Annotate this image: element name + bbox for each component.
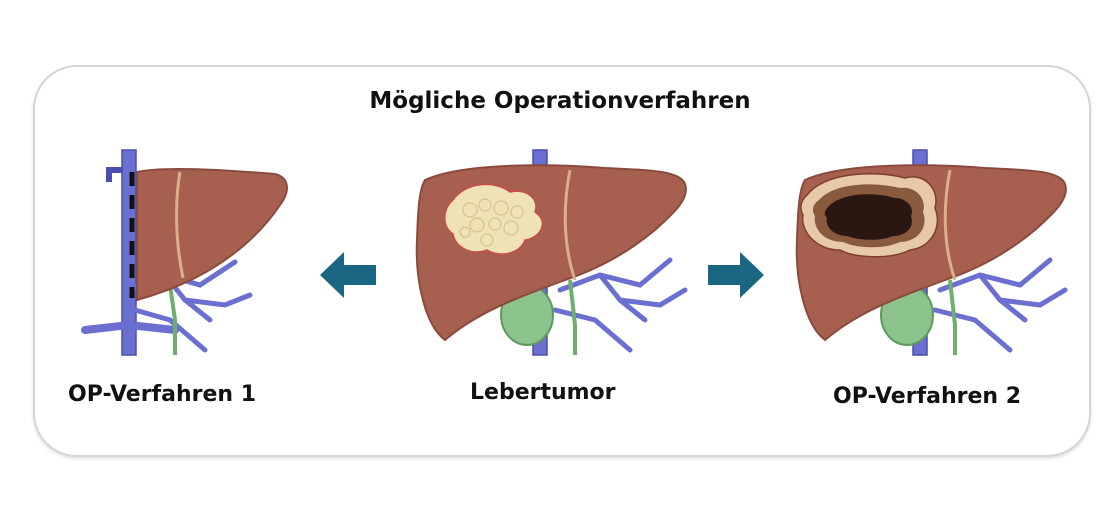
label-lebertumor: Lebertumor: [470, 380, 616, 405]
falciform-ligament-shape: [175, 171, 185, 279]
liver-with-tumor-illustration: [415, 149, 688, 356]
ablation-necrotic-core: [824, 194, 913, 240]
arrow-left-icon: [320, 252, 376, 298]
bile-duct-shape: [568, 279, 577, 355]
liver-ablation-right-illustration: [795, 149, 1068, 356]
tumor-texture: [459, 198, 524, 247]
hepatic-vein-stub: [106, 167, 123, 182]
diagram-title: Mögliche Operationverfahren: [369, 88, 751, 114]
bile-duct-shape: [948, 279, 957, 355]
tumor-shape: [444, 183, 544, 255]
liver-remnant-shape: [136, 167, 288, 302]
portal-veins-shape: [932, 257, 1068, 353]
label-op-verfahren-2: OP-Verfahren 2: [833, 384, 1022, 409]
portal-veins-shape: [552, 257, 688, 353]
label-op-verfahren-1: OP-Verfahren 1: [68, 382, 257, 407]
portal-vein-trunk: [81, 320, 179, 334]
bile-duct-shape: [168, 284, 177, 355]
falciform-ligament-shape: [563, 169, 577, 281]
arrow-right-icon: [708, 252, 764, 298]
liver-resection-left-illustration: [81, 149, 288, 356]
falciform-ligament-shape: [943, 169, 957, 281]
